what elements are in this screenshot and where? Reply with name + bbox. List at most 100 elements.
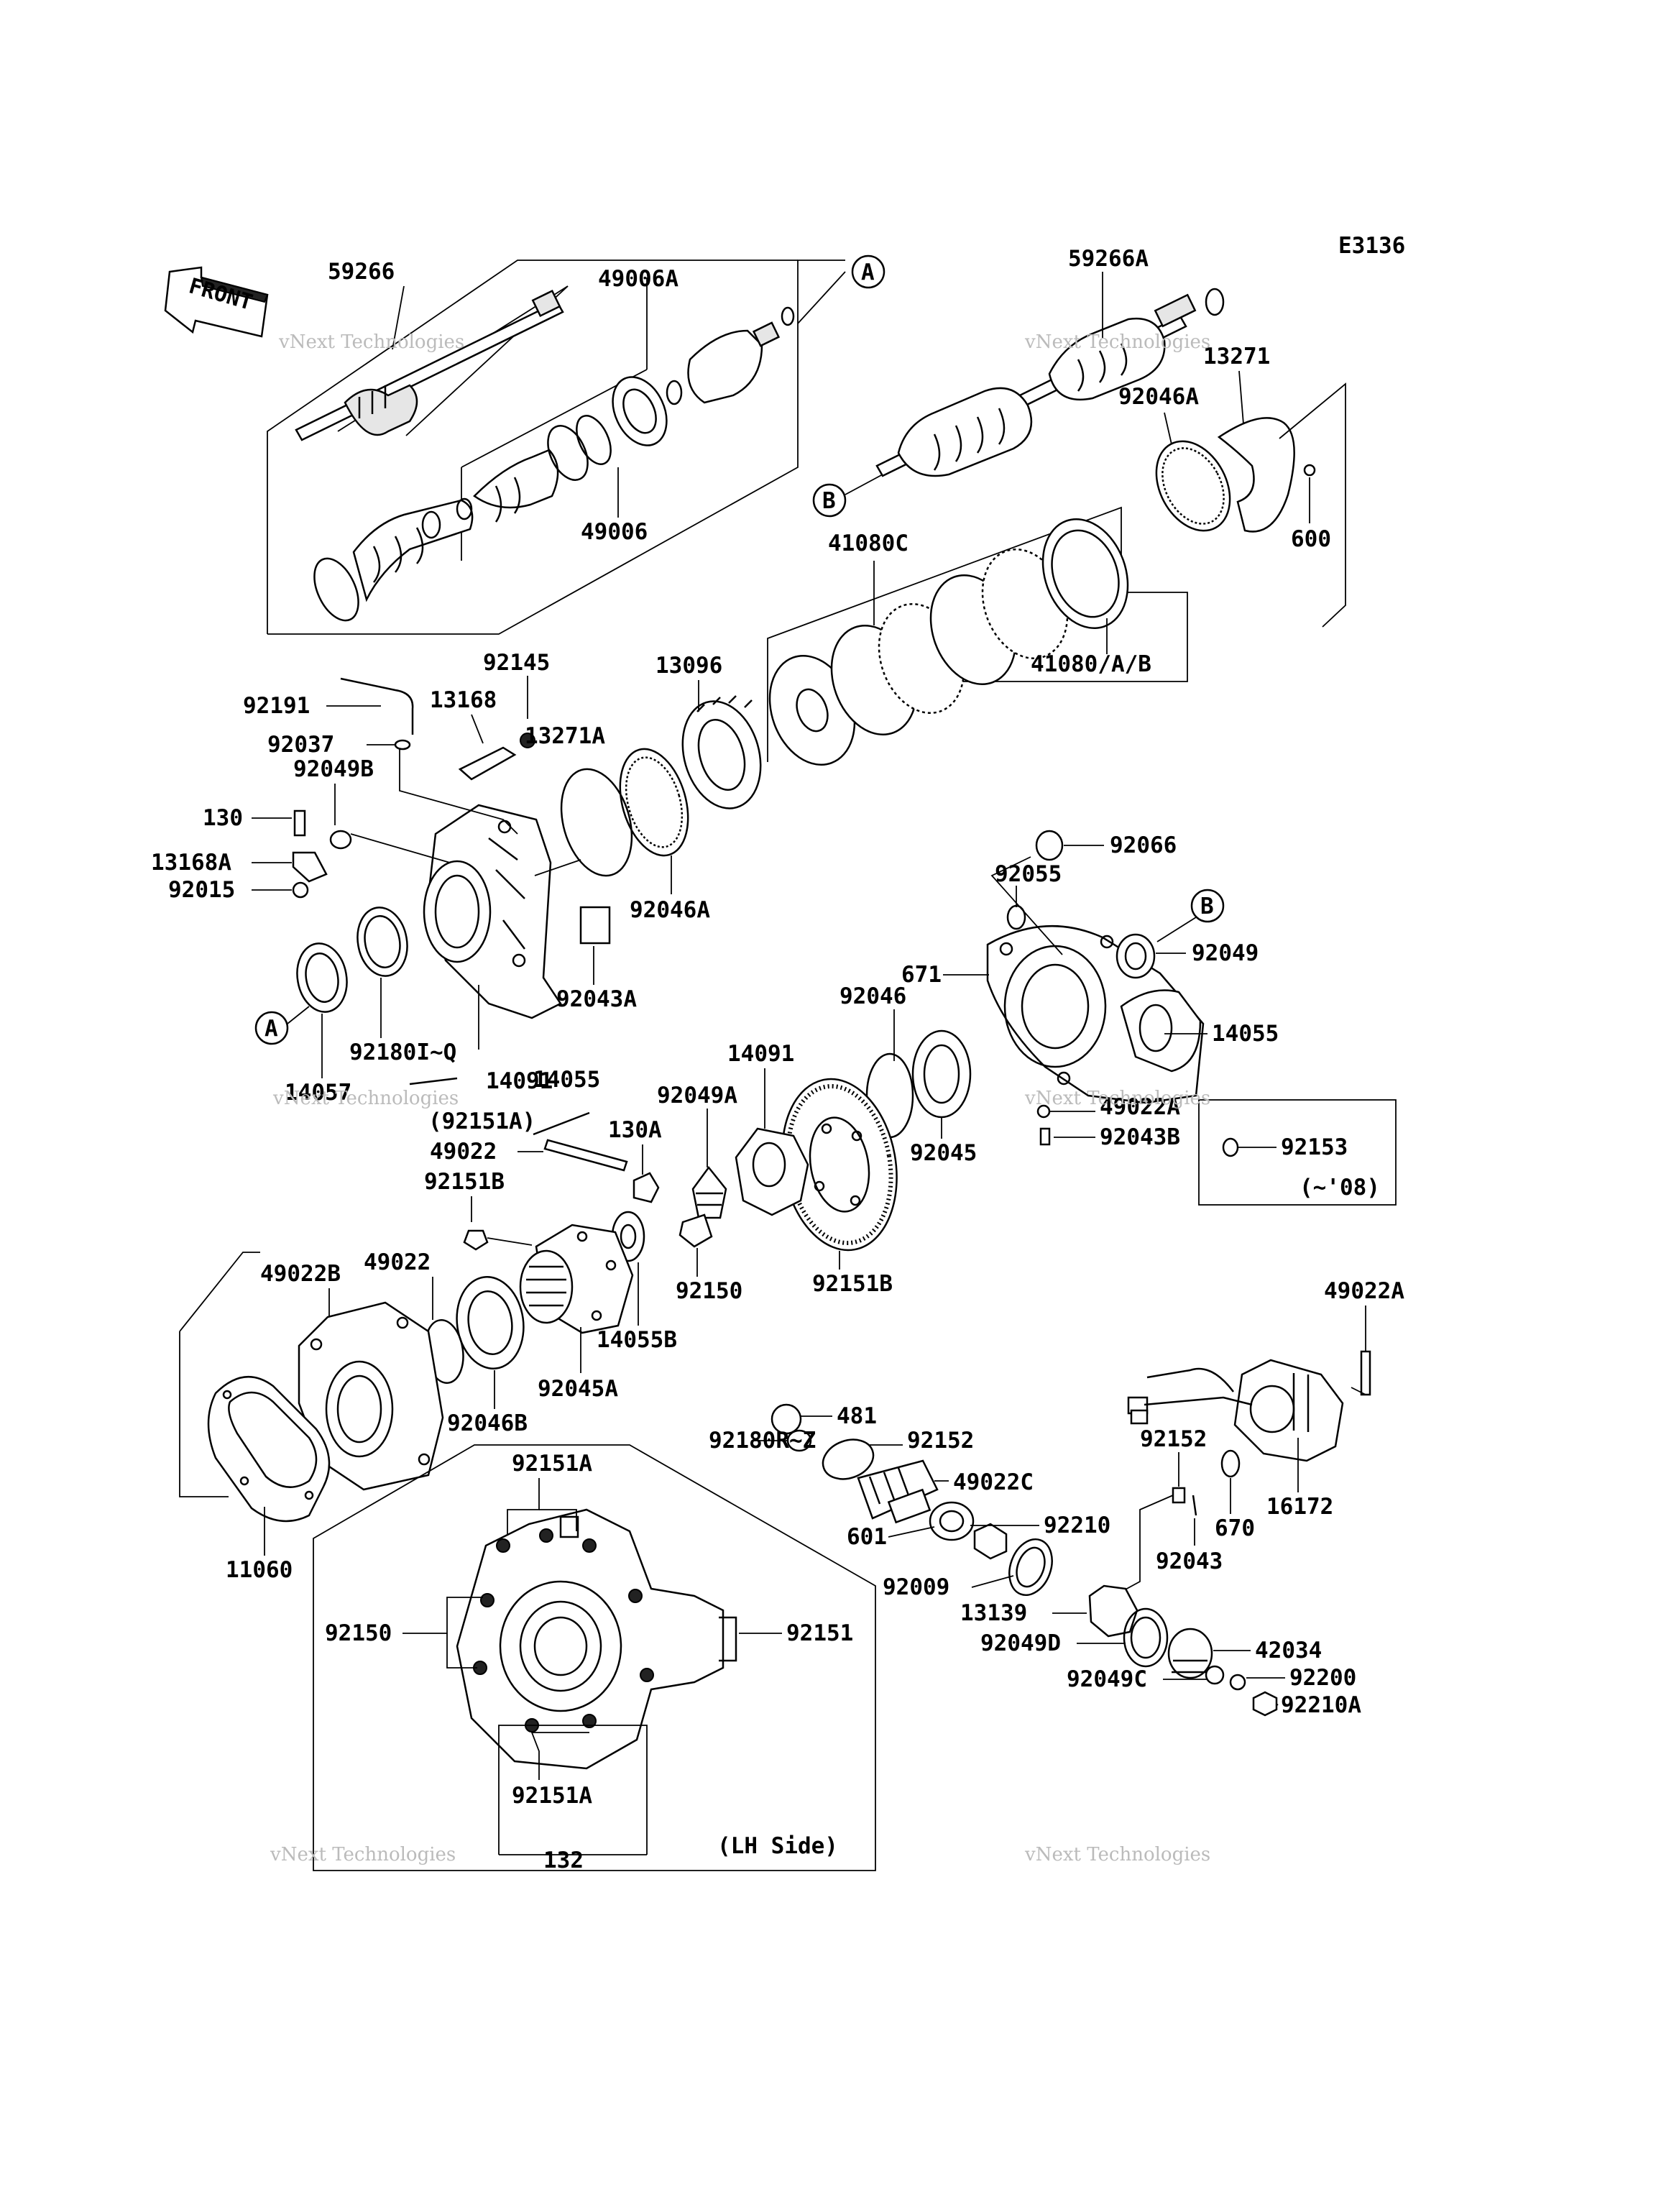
boot-inner: [456, 415, 612, 523]
label-14055-text: 14055: [1212, 1021, 1279, 1047]
ref-b-top: [812, 483, 847, 518]
label-92045: 92045: [910, 1140, 977, 1166]
label-49022A-bot: 14055B: [597, 1327, 677, 1353]
svg-text:vNext Technologies: vNext Technologies: [278, 331, 464, 353]
label-92151B-text: 92151B: [424, 1169, 505, 1195]
label-49022-bot: 92150: [676, 1278, 742, 1304]
label-92151A-top: 92151A: [512, 1451, 592, 1477]
shaft-13107: [543, 1139, 628, 1172]
svg-text:vNext Technologies: vNext Technologies: [1024, 331, 1210, 353]
label-600: 600: [1291, 526, 1331, 552]
label-92049C: 92049C: [1067, 1666, 1147, 1692]
label-92210A: 92210A: [1281, 1692, 1361, 1718]
label-670: 670: [1215, 1515, 1255, 1541]
label-92151A-bot: 92151A: [512, 1783, 592, 1809]
label-59266: 59266: [328, 259, 395, 285]
right-driveshaft-group: 59266A B 13271 92046A 600: [812, 246, 1346, 628]
label-14055A: 49022B: [260, 1261, 341, 1287]
label-92043: 92043: [1156, 1548, 1223, 1574]
label-11060: 11060: [226, 1557, 293, 1583]
label-92152-text: 92152: [1140, 1426, 1207, 1452]
label-92066: 92066: [1110, 832, 1177, 858]
pin-92043B: [533, 1111, 590, 1136]
label-130: 130: [203, 805, 243, 831]
label-13168: 13168: [430, 687, 497, 713]
label-92046B: 481: [837, 1403, 877, 1429]
ref-b-mid-label: B: [1200, 894, 1214, 919]
label-92049A: 14057: [285, 1080, 351, 1106]
diagram-code: E3136: [1338, 233, 1405, 259]
label-92043A: 92043A: [556, 986, 637, 1012]
label-92045A: 92046B: [447, 1410, 528, 1436]
svg-text:vNext Technologies: vNext Technologies: [1024, 1844, 1210, 1865]
gear-42034: [1167, 1628, 1213, 1679]
label-92151A-paren: 14091: [486, 1068, 553, 1094]
label-92049B: 92049B: [293, 756, 374, 782]
ring-gear-49022B: [781, 1078, 898, 1252]
label-92043B: (92151A): [428, 1109, 535, 1134]
left-driveshaft-group: 59266 49006A 49006 A: [267, 254, 886, 635]
label-92210: 92210: [1044, 1513, 1110, 1538]
label-92153: 92153: [1281, 1134, 1348, 1160]
ref-a-mid: [254, 1011, 289, 1045]
label-14057: 14055: [533, 1067, 600, 1093]
label-671: 671: [901, 962, 942, 988]
ref-a-top-label: A: [861, 260, 875, 285]
label-92150-right: 49022A: [1324, 1278, 1404, 1304]
actuator-16172: [1127, 1359, 1344, 1462]
label-92180AH: 49022: [364, 1249, 431, 1275]
label-59266A: 59266A: [1068, 246, 1149, 272]
label-13096: 13096: [656, 653, 722, 679]
gasket-11060: [207, 1375, 331, 1523]
label-92049D: 92049D: [980, 1630, 1061, 1656]
label-13139: 13139: [960, 1600, 1027, 1626]
label-49022A-top: 92049A: [657, 1083, 737, 1109]
clutch-plate-stack: 41080C 41080/A/B: [767, 506, 1188, 766]
label-92055: 92055: [995, 861, 1062, 887]
svg-text:vNext Technologies: vNext Technologies: [1024, 1088, 1210, 1109]
label-92180IQ: 92046: [840, 983, 906, 1009]
drive-shaft-59266: [295, 289, 564, 441]
pinion-shaft-49022C: [857, 1459, 939, 1524]
side-gear-49022-top: [632, 1172, 660, 1203]
gear-case-left: 14055: [423, 804, 611, 1093]
label-42034: 42034: [1255, 1638, 1322, 1663]
label-41080C: 41080C: [828, 531, 908, 556]
label-132: 132: [543, 1848, 584, 1873]
housing-14055: [986, 924, 1205, 1104]
ref-a-top: [851, 254, 886, 289]
label-14091-text: 14091: [727, 1041, 794, 1067]
side-gear-49022-bot: [678, 1213, 713, 1248]
label-13107: 49022: [430, 1139, 497, 1165]
label-49006: 49006: [581, 519, 648, 545]
label-14055B: 92045A: [538, 1376, 618, 1402]
label-49022C: 49022C: [953, 1469, 1034, 1495]
label-92046A-mid: 92046A: [630, 897, 710, 923]
diff-case-14091: [735, 1127, 809, 1216]
label-41080AB: 41080/A/B: [1031, 651, 1151, 677]
label-92191: 92191: [243, 693, 310, 719]
label-601: 601: [847, 1524, 887, 1550]
svg-text:vNext Technologies: vNext Technologies: [270, 1844, 456, 1865]
label-92046A-top: 92046A: [1118, 384, 1199, 410]
housing-14055B: [519, 1224, 634, 1334]
label-92009: 92009: [883, 1574, 949, 1600]
label-49022B: 92151B: [812, 1271, 893, 1297]
lh-side-case: [456, 1508, 737, 1770]
label-92046: 92180I~Q: [349, 1040, 456, 1065]
label-92015: 92015: [168, 877, 235, 903]
label-92151-right: 92151: [786, 1620, 853, 1646]
front-arrow-icon: FRONT: [164, 266, 269, 338]
label-92049: 92049: [1192, 940, 1259, 966]
label-92150-left: 92150: [325, 1620, 392, 1646]
label-13271A: 13271A: [525, 723, 605, 749]
label-49006A: 49006A: [598, 266, 678, 292]
label-92037: 92037: [267, 732, 334, 758]
breather-hose: [340, 677, 414, 735]
label-year-note: (~'08): [1300, 1175, 1380, 1201]
boot-outer: [313, 499, 474, 622]
label-13168A: 13168A: [151, 850, 231, 876]
ref-b-mid: [1190, 889, 1225, 923]
